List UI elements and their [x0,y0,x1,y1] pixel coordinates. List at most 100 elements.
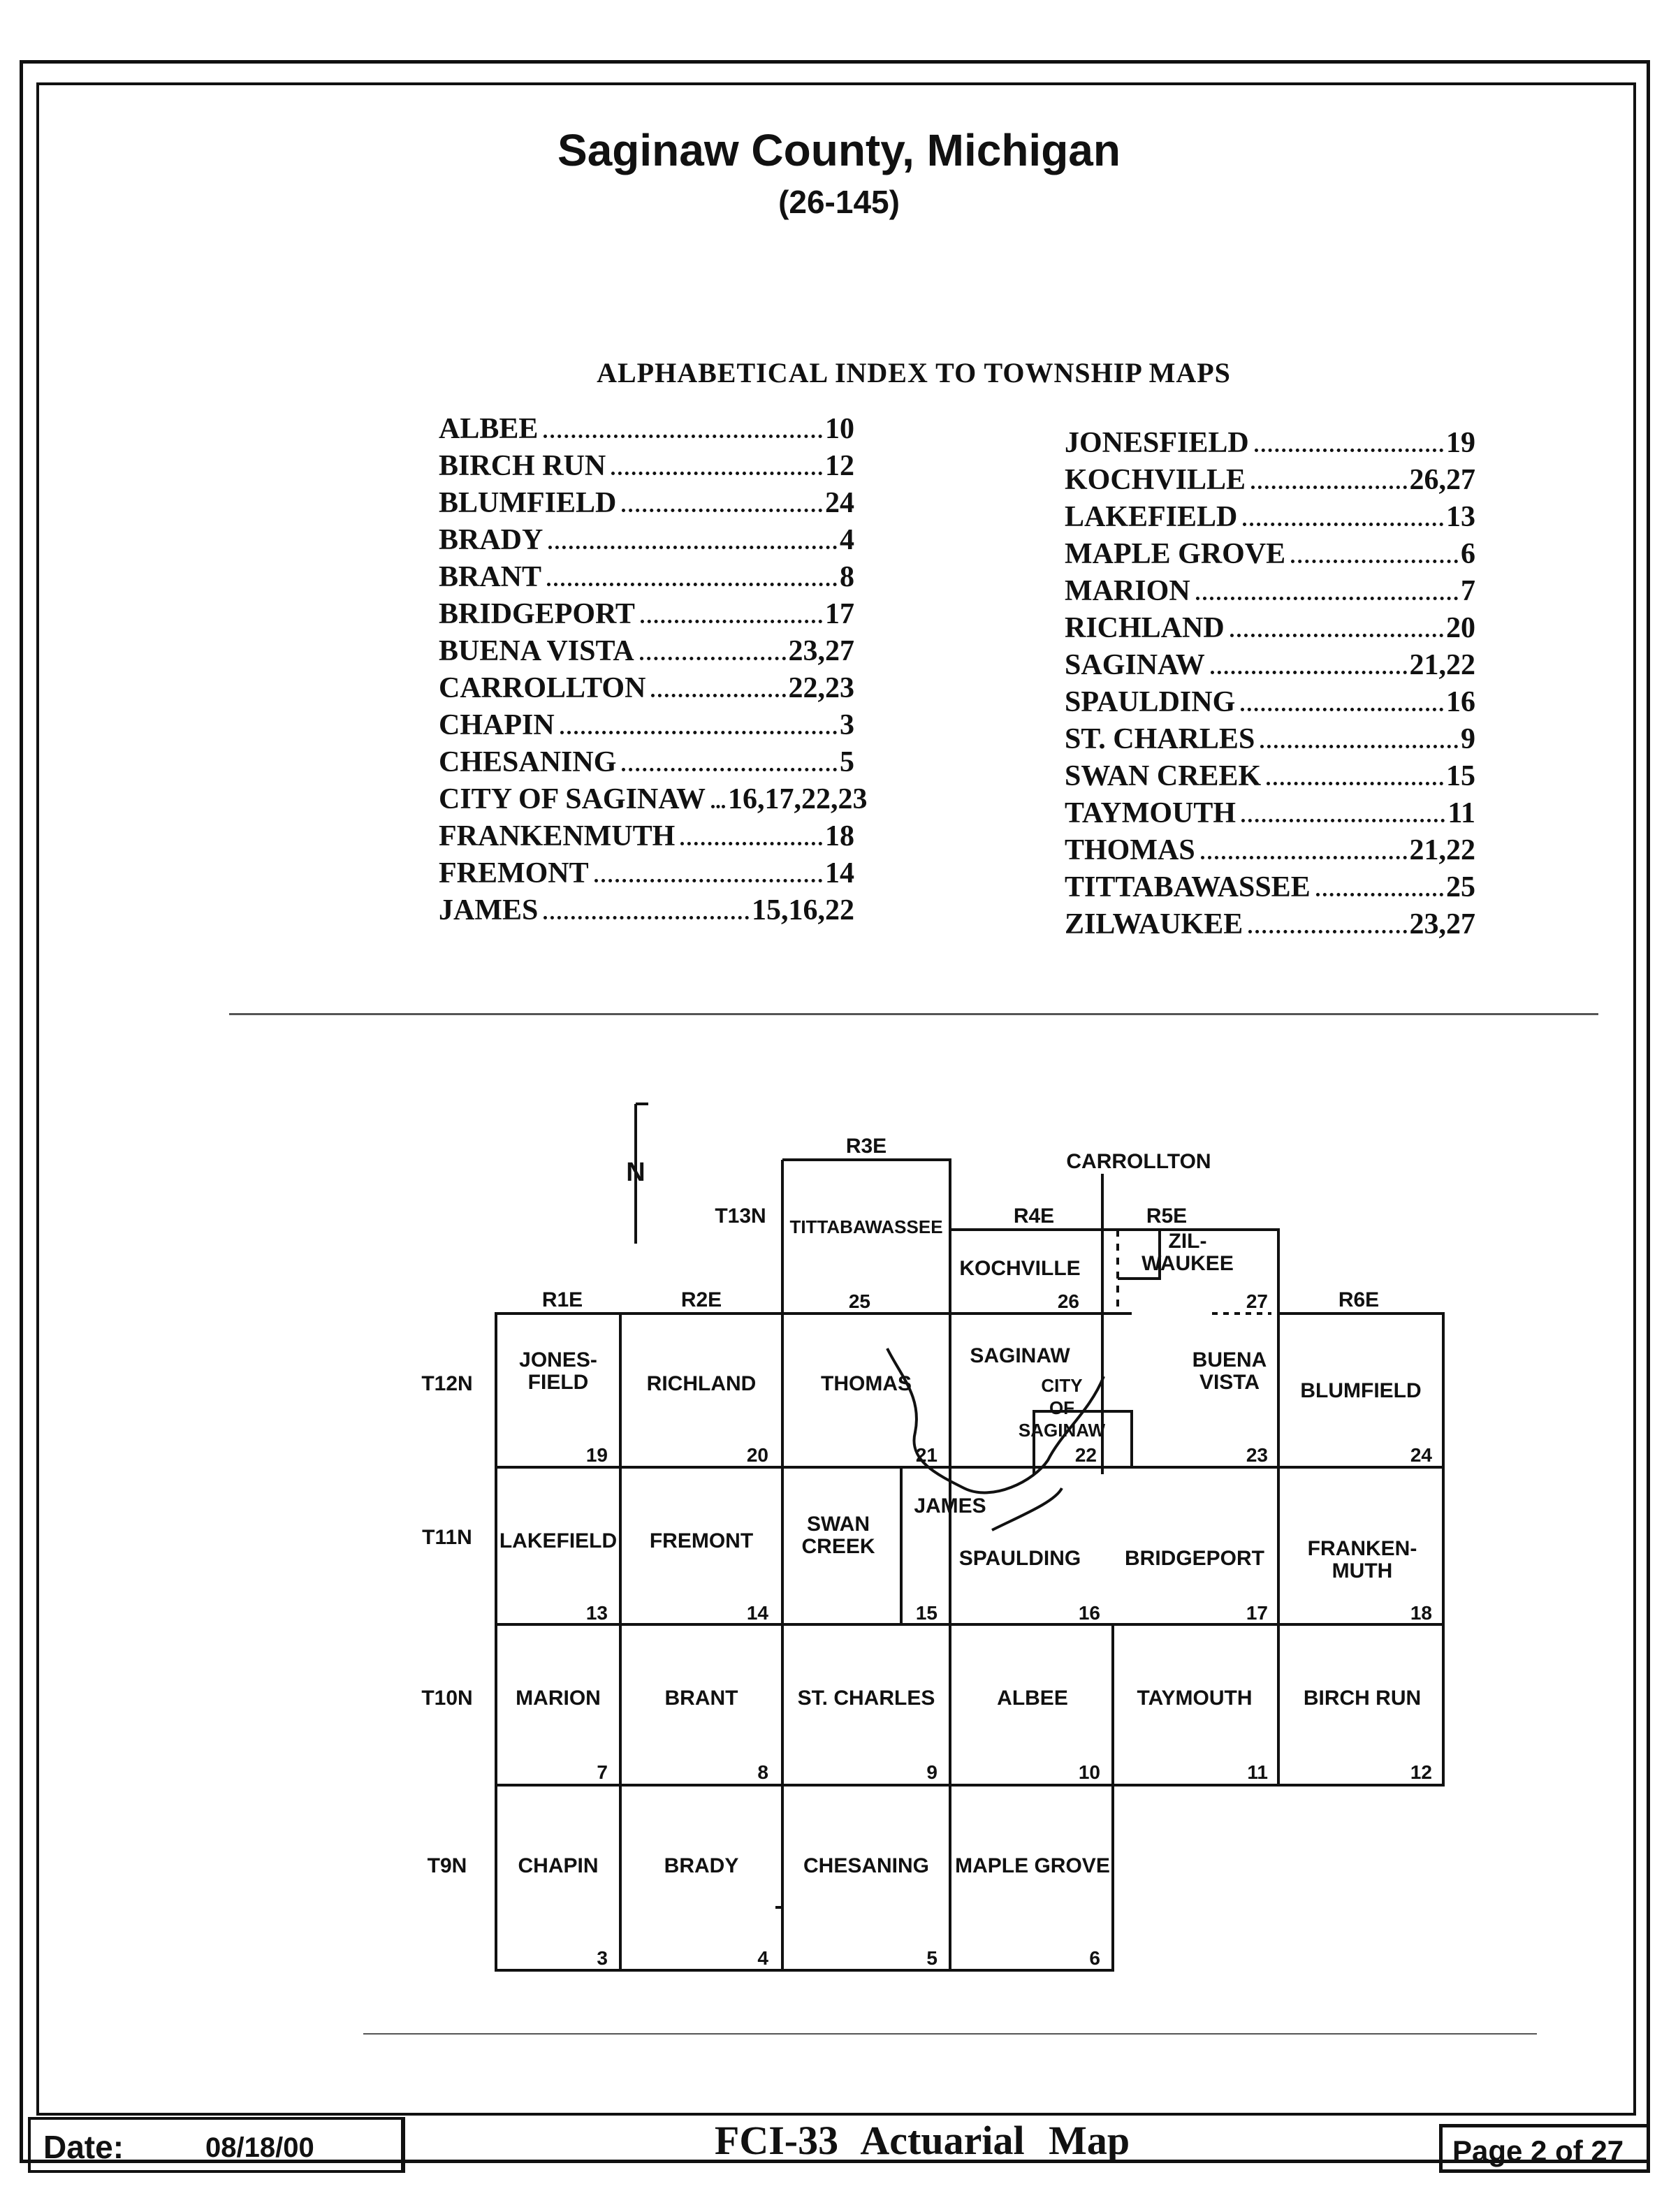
carrollton-label: CARROLLTON [1066,1150,1211,1173]
township-label: SAGINAW [1019,1420,1106,1441]
date-box: Date: 08/18/00 [28,2117,405,2173]
index-township-name: MARION [1065,575,1190,607]
index-leader-dots [1251,486,1407,489]
index-leader-dots [1200,856,1407,859]
township-label: MAPLE GROVE [955,1854,1110,1877]
index-township-name: BRADY [439,524,543,556]
index-leader-dots [543,435,822,438]
index-page-numbers: 21,22 [1409,649,1476,681]
index-leader-dots [1243,523,1443,526]
township-label: CREEK [801,1535,875,1558]
index-leader-dots [1241,708,1443,711]
index-township-name: CHAPIN [439,709,555,741]
index-township-name: SWAN CREEK [1065,760,1262,792]
index-leader-dots [639,657,786,660]
index-township-name: BRANT [439,561,542,593]
tier-label: T13N [715,1205,766,1228]
index-township-name: TAYMOUTH [1065,797,1236,829]
tier-label: T11N [422,1526,472,1549]
page-number-box: Page 2 of 27 [1439,2124,1650,2173]
index-township-name: BLUMFIELD [439,487,617,519]
tier-label: T10N [421,1687,472,1710]
index-leader-dots [680,842,822,845]
township-label: BUENA [1192,1348,1267,1371]
index-township-name: CARROLLTON [439,672,646,704]
index-page-numbers: 12 [825,450,854,482]
township-page-number: 7 [597,1761,608,1783]
township-label: SAGINAW [970,1344,1070,1367]
index-leader-dots [1230,634,1443,637]
index-page-numbers: 9 [1461,723,1475,755]
township-index: ALPHABETICAL INDEX TO TOWNSHIP MAPS ALBE… [229,307,1598,1015]
index-row: ST. CHARLES 9 [1065,722,1475,759]
township-label: JONES- [519,1348,597,1371]
township-label: THOMAS [821,1372,912,1395]
range-label: R1E [542,1288,583,1311]
date-value: 08/18/00 [205,2132,314,2163]
index-page-numbers: 10 [825,413,854,445]
township-page-number: 14 [747,1602,769,1624]
township-page-number: 4 [757,1947,768,1969]
township-page-number: 13 [586,1602,608,1624]
footer-title: FCI-33 Actuarial Map [714,2118,1130,2163]
index-row: LAKEFIELD 13 [1065,500,1475,537]
index-page-numbers: 20 [1446,612,1475,644]
township-page-number: 9 [926,1761,938,1783]
township-page-number: 24 [1410,1444,1433,1466]
township-label: WAUKEE [1141,1252,1234,1275]
page-border [20,60,1650,2163]
index-page-numbers: 13 [1446,501,1475,533]
index-leader-dots [1260,745,1458,748]
range-label: R5E [1146,1205,1187,1228]
index-township-name: JAMES [439,894,539,926]
township-label: FRANKEN- [1308,1537,1417,1560]
index-township-name: BRIDGEPORT [439,598,635,630]
index-leader-dots [1210,671,1407,674]
township-page-number: 27 [1246,1290,1268,1312]
township-page-number: 5 [926,1947,938,1969]
footer: Date: 08/18/00 FCI-33 Actuarial Map Page… [28,2117,1650,2194]
township-label: CHESANING [803,1854,929,1877]
index-leader-dots [611,472,822,475]
index-township-name: RICHLAND [1065,612,1225,644]
township-page-number: 12 [1410,1761,1432,1783]
index-page-numbers: 19 [1446,427,1475,459]
index-township-name: SAGINAW [1065,649,1205,681]
township-label: SPAULDING [959,1547,1081,1570]
index-leader-dots [1291,560,1458,563]
river-branch [991,1487,1063,1531]
index-page-numbers: 15 [1446,760,1475,792]
index-township-name: LAKEFIELD [1065,501,1238,533]
index-township-name: ST. CHARLES [1065,723,1255,755]
index-township-name: KOCHVILLE [1065,464,1246,496]
township-label: OF [1049,1397,1074,1418]
township-label: LAKEFIELD [499,1529,617,1552]
township-label: FREMONT [650,1529,753,1552]
township-label: MUTH [1332,1559,1393,1582]
index-leader-dots [543,916,749,919]
township-page-number: 11 [1247,1761,1268,1783]
range-label: R4E [1014,1205,1054,1228]
index-leader-dots [1267,782,1443,785]
township-page-number: 25 [849,1290,870,1312]
date-label: Date: [43,2129,124,2165]
township-label: JAMES [914,1494,986,1518]
index-leader-dots [710,805,725,808]
township-page-number: 3 [597,1947,608,1969]
range-label: R6E [1338,1288,1379,1311]
township-label: MARION [516,1687,601,1710]
index-township-name: ZILWAUKEE [1065,908,1243,940]
index-page-numbers: 25 [1446,871,1475,903]
index-township-name: FREMONT [439,857,589,889]
index-township-name: CHESANING [439,746,617,778]
